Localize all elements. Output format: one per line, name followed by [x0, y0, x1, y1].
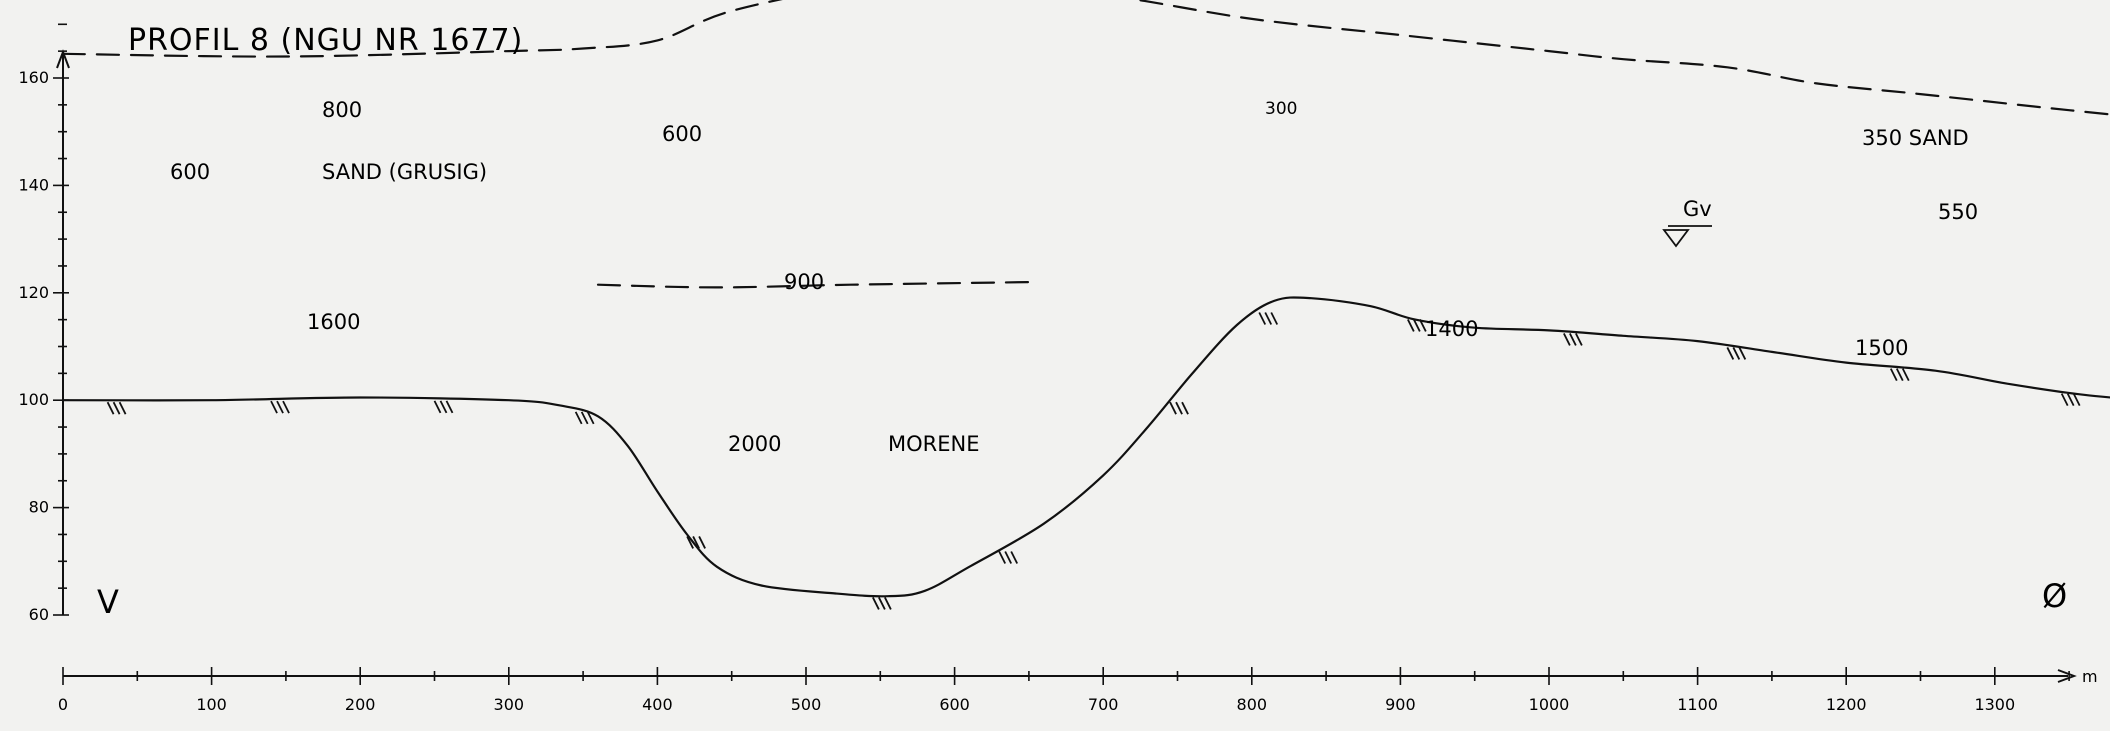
x-tick-label: 200	[345, 695, 376, 714]
axes: 6080100120140160180200010020030040050060…	[18, 23, 2077, 714]
label-gv: Gv	[1683, 197, 1712, 221]
x-tick-label: 500	[791, 695, 822, 714]
y-tick-label: 60	[29, 605, 49, 624]
bedrock-hatch	[433, 400, 454, 414]
x-tick-label: 400	[642, 695, 673, 714]
x-tick-label: 900	[1385, 695, 1416, 714]
y-axis-arrow	[56, 49, 70, 69]
bedrock-hatch	[1726, 347, 1747, 360]
y-tick-label: 140	[18, 175, 49, 194]
x-tick-label: 600	[939, 695, 970, 714]
bedrock-surface-line	[61, 296, 2110, 598]
bedrock-hatch	[1889, 368, 1910, 382]
label-600-mid: 600	[662, 122, 702, 146]
label-800: 800	[322, 98, 362, 122]
y-tick-label: 100	[18, 390, 49, 409]
label-600-left: 600	[170, 160, 210, 184]
y-tick-label: 160	[18, 68, 49, 87]
gv-triangle-icon	[1662, 229, 1690, 248]
bedrock-hatch	[1563, 333, 1583, 346]
label-west-v: V	[97, 583, 119, 621]
label-east-o: Ø	[2042, 577, 2067, 615]
boundary-upper-sand-base-line	[61, 0, 2110, 116]
profile-lines	[61, 0, 2110, 598]
x-tick-label: 1000	[1529, 695, 1570, 714]
x-axis-unit: m	[2082, 667, 2098, 686]
label-300: 300	[1265, 99, 1297, 119]
x-tick-label: 100	[196, 695, 227, 714]
page-title: PROFIL 8 (NGU NR 1677)	[128, 23, 523, 58]
label-900: 900	[784, 270, 824, 294]
bedrock-hatch	[1169, 401, 1189, 415]
groundwater-marker	[1662, 225, 1712, 248]
bedrock-hatch	[106, 401, 127, 415]
bedrock-hatch	[998, 551, 1018, 564]
bedrock-hatch	[686, 536, 706, 549]
bedrock-hatch	[574, 411, 595, 425]
bedrock-hatches	[106, 312, 2081, 610]
label-2000: 2000	[728, 432, 781, 456]
label-550: 550	[1938, 200, 1978, 224]
bedrock-hatch	[872, 597, 892, 610]
x-tick-label: 1100	[1677, 695, 1718, 714]
label-morene: MORENE	[888, 432, 980, 456]
x-tick-label: 300	[494, 695, 525, 714]
label-350-sand: 350 SAND	[1862, 126, 1969, 150]
label-1400: 1400	[1425, 317, 1478, 341]
y-tick-label: 80	[29, 498, 49, 517]
x-tick-label: 0	[58, 695, 68, 714]
x-axis-arrow	[2057, 669, 2077, 683]
label-sand-grusig: SAND (GRUSIG)	[322, 160, 487, 184]
x-tick-label: 1300	[1974, 695, 2015, 714]
label-1500: 1500	[1855, 336, 1908, 360]
x-tick-label: 700	[1088, 695, 1119, 714]
bedrock-hatch	[2060, 393, 2081, 407]
bedrock-hatch	[1407, 319, 1427, 332]
x-tick-label: 1200	[1826, 695, 1867, 714]
label-1600: 1600	[307, 310, 360, 334]
y-tick-label: 120	[18, 283, 49, 302]
bedrock-hatch	[1258, 312, 1279, 325]
boundary-900-1600-base-line	[596, 281, 1030, 289]
bedrock-hatch	[270, 400, 290, 414]
x-tick-label: 800	[1237, 695, 1268, 714]
